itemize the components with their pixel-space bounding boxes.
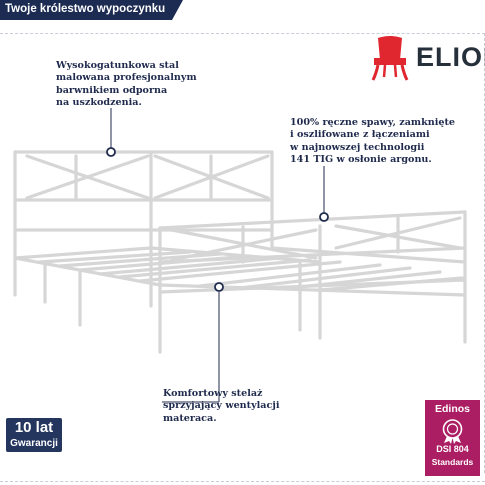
callout-marker [106, 147, 116, 157]
bottom-divider [0, 481, 485, 482]
callout-slats: Komfortowy stelaż sprzyjający wentylacji… [163, 388, 279, 425]
callout-marker [214, 282, 224, 292]
warranty-badge: 10 lat Gwarancji [6, 418, 62, 452]
callout-line: Komfortowy stelaż [163, 388, 263, 399]
callout-line: materaca. [163, 412, 217, 424]
callout-line: barwnikiem odporna [56, 84, 168, 96]
chair-icon [371, 36, 409, 81]
dsi-mark: DSI 804 [436, 444, 469, 454]
callout-line: na uszkodzenia. [56, 96, 142, 108]
award-ribbon-icon [442, 419, 463, 444]
warranty-label: Gwarancji [10, 438, 58, 449]
brand-logo-text: ELIOR [416, 42, 485, 72]
callout-line: sprzyjający wentylacji [163, 400, 280, 412]
callout-line: i oszlifowane z łączeniami [290, 129, 430, 141]
edinos-certification-badge: Edinos DSI 804 Standards [425, 400, 480, 476]
edinos-brand: Edinos [434, 403, 470, 415]
slogan-banner: Twoje królestwo wypoczynku [0, 0, 183, 20]
callout-marker [319, 212, 329, 222]
top-divider [0, 33, 485, 34]
slogan-text: Twoje królestwo wypoczynku [5, 3, 166, 15]
bed-frame [13, 150, 467, 354]
callout-line: malowana profesjonalnym [56, 72, 197, 84]
callout-line: Wysokogatunkowa stal [56, 60, 179, 71]
standards-label: Standards [431, 457, 474, 467]
callout-welding: 100% ręczne spawy, zamknięte i oszlifowa… [290, 117, 455, 166]
callout-line: 100% ręczne spawy, zamknięte [290, 117, 455, 128]
callout-line: w najnowszej technologii [290, 141, 425, 153]
warranty-years: 10 lat [14, 419, 54, 436]
callout-steel: Wysokogatunkowa stal malowana profesjona… [56, 60, 197, 109]
callout-line: 141 TIG w osłonie argonu. [290, 153, 432, 165]
